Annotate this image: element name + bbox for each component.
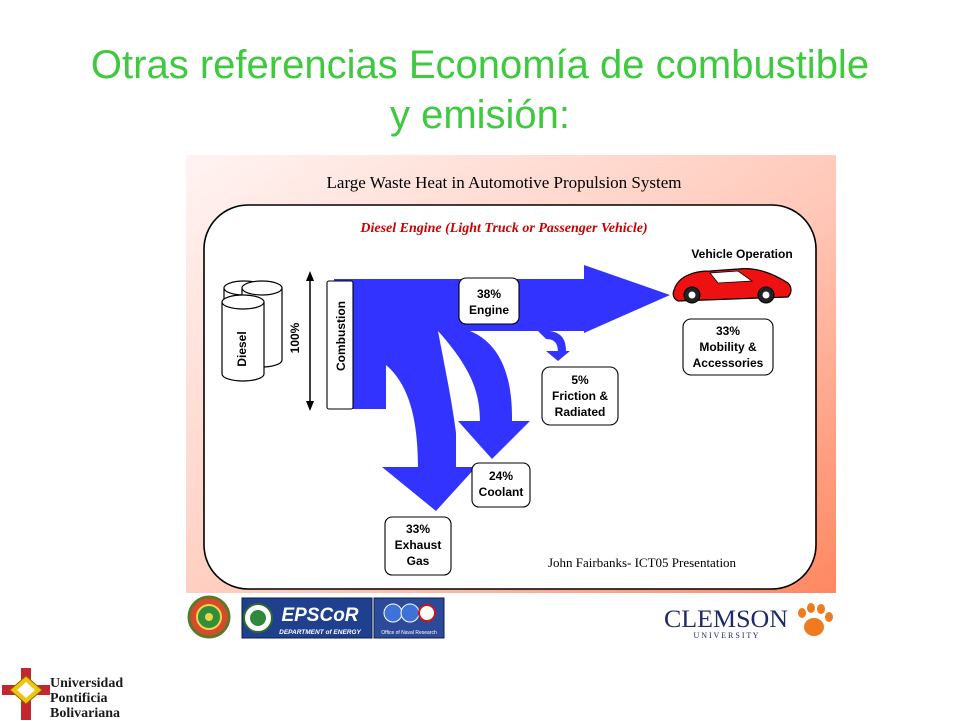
friction-branch: [538, 331, 566, 353]
coolant-arrowhead: [458, 421, 530, 459]
slide-title-line1: Otras referencias Economía de combustibl…: [90, 43, 870, 87]
coolant-percent: 24%: [489, 469, 513, 483]
mobility-label-line1: Mobility &: [699, 340, 757, 354]
mobility-label-line2: Accessories: [693, 356, 764, 370]
naval-research-logo: Office of Naval Research: [373, 597, 445, 639]
figure-credit: John Fairbanks- ICT05 Presentation: [548, 555, 737, 570]
slide-title: Otras referencias Economía de combustibl…: [40, 40, 920, 140]
exhaust-branch: [386, 331, 456, 469]
upb-cross-icon: [2, 668, 50, 720]
engine-box: [458, 277, 520, 325]
coolant-label: Coolant: [479, 485, 524, 499]
mobility-box: [682, 318, 774, 376]
exhaust-arrowhead: [382, 467, 476, 511]
clemson-subtitle: U N I V E R S I T Y: [693, 631, 758, 640]
friction-percent: 5%: [571, 373, 589, 387]
total-percent-label: 100%: [288, 322, 302, 353]
exhaust-label-line1: Exhaust: [395, 538, 442, 552]
epscor-subtitle: DEPARTMENT of ENERGY: [279, 629, 361, 636]
upb-line2: Pontificia: [50, 691, 108, 706]
red-car-icon: [672, 268, 792, 304]
exhaust-percent: 33%: [406, 522, 430, 536]
epscor-logo: EPSCoR DEPARTMENT of ENERGY: [241, 597, 373, 639]
seal-logo-icon: [187, 595, 231, 639]
clemson-title: CLEMSON: [664, 606, 788, 633]
coolant-box: [471, 462, 531, 508]
upb-line3: Bolivariana: [50, 706, 121, 721]
upb-line1: Universidad: [50, 676, 124, 691]
coolant-branch: [438, 331, 512, 423]
figure-subtitle: Diesel Engine (Light Truck or Passenger …: [359, 221, 647, 236]
friction-label-line2: Radiated: [555, 405, 606, 419]
engine-percent: 38%: [477, 287, 501, 301]
total-double-arrow: [306, 271, 314, 411]
engine-label: Engine: [469, 303, 509, 317]
combustion-box: [326, 280, 354, 410]
friction-box: [541, 366, 619, 426]
tiger-paw-icon: [798, 603, 833, 636]
upb-logo: Universidad Pontificia Bolivariana: [0, 668, 170, 721]
vehicle-operation-label: Vehicle Operation: [691, 247, 792, 261]
friction-arrowhead: [546, 351, 570, 361]
epscor-title: EPSCoR: [281, 605, 358, 626]
diesel-tank-icon: [221, 280, 283, 382]
figure-canvas: Large Waste Heat in Automotive Propulsio…: [186, 155, 836, 640]
waste-heat-figure: Large Waste Heat in Automotive Propulsio…: [186, 155, 836, 640]
vehicle-operation-arrowhead: [584, 265, 670, 333]
naval-research-subtitle: Office of Naval Research: [381, 630, 437, 636]
mobility-percent: 33%: [716, 324, 740, 338]
combustion-label: Combustion: [334, 301, 348, 371]
slide-title-line2: y emisión:: [389, 93, 571, 137]
clemson-logo: CLEMSON U N I V E R S I T Y: [662, 603, 790, 640]
figure-title: Large Waste Heat in Automotive Propulsio…: [327, 173, 682, 192]
diesel-label: Diesel: [235, 331, 249, 366]
friction-label-line1: Friction &: [552, 389, 608, 403]
exhaust-box: [384, 516, 452, 576]
exhaust-label-line2: Gas: [407, 554, 430, 568]
